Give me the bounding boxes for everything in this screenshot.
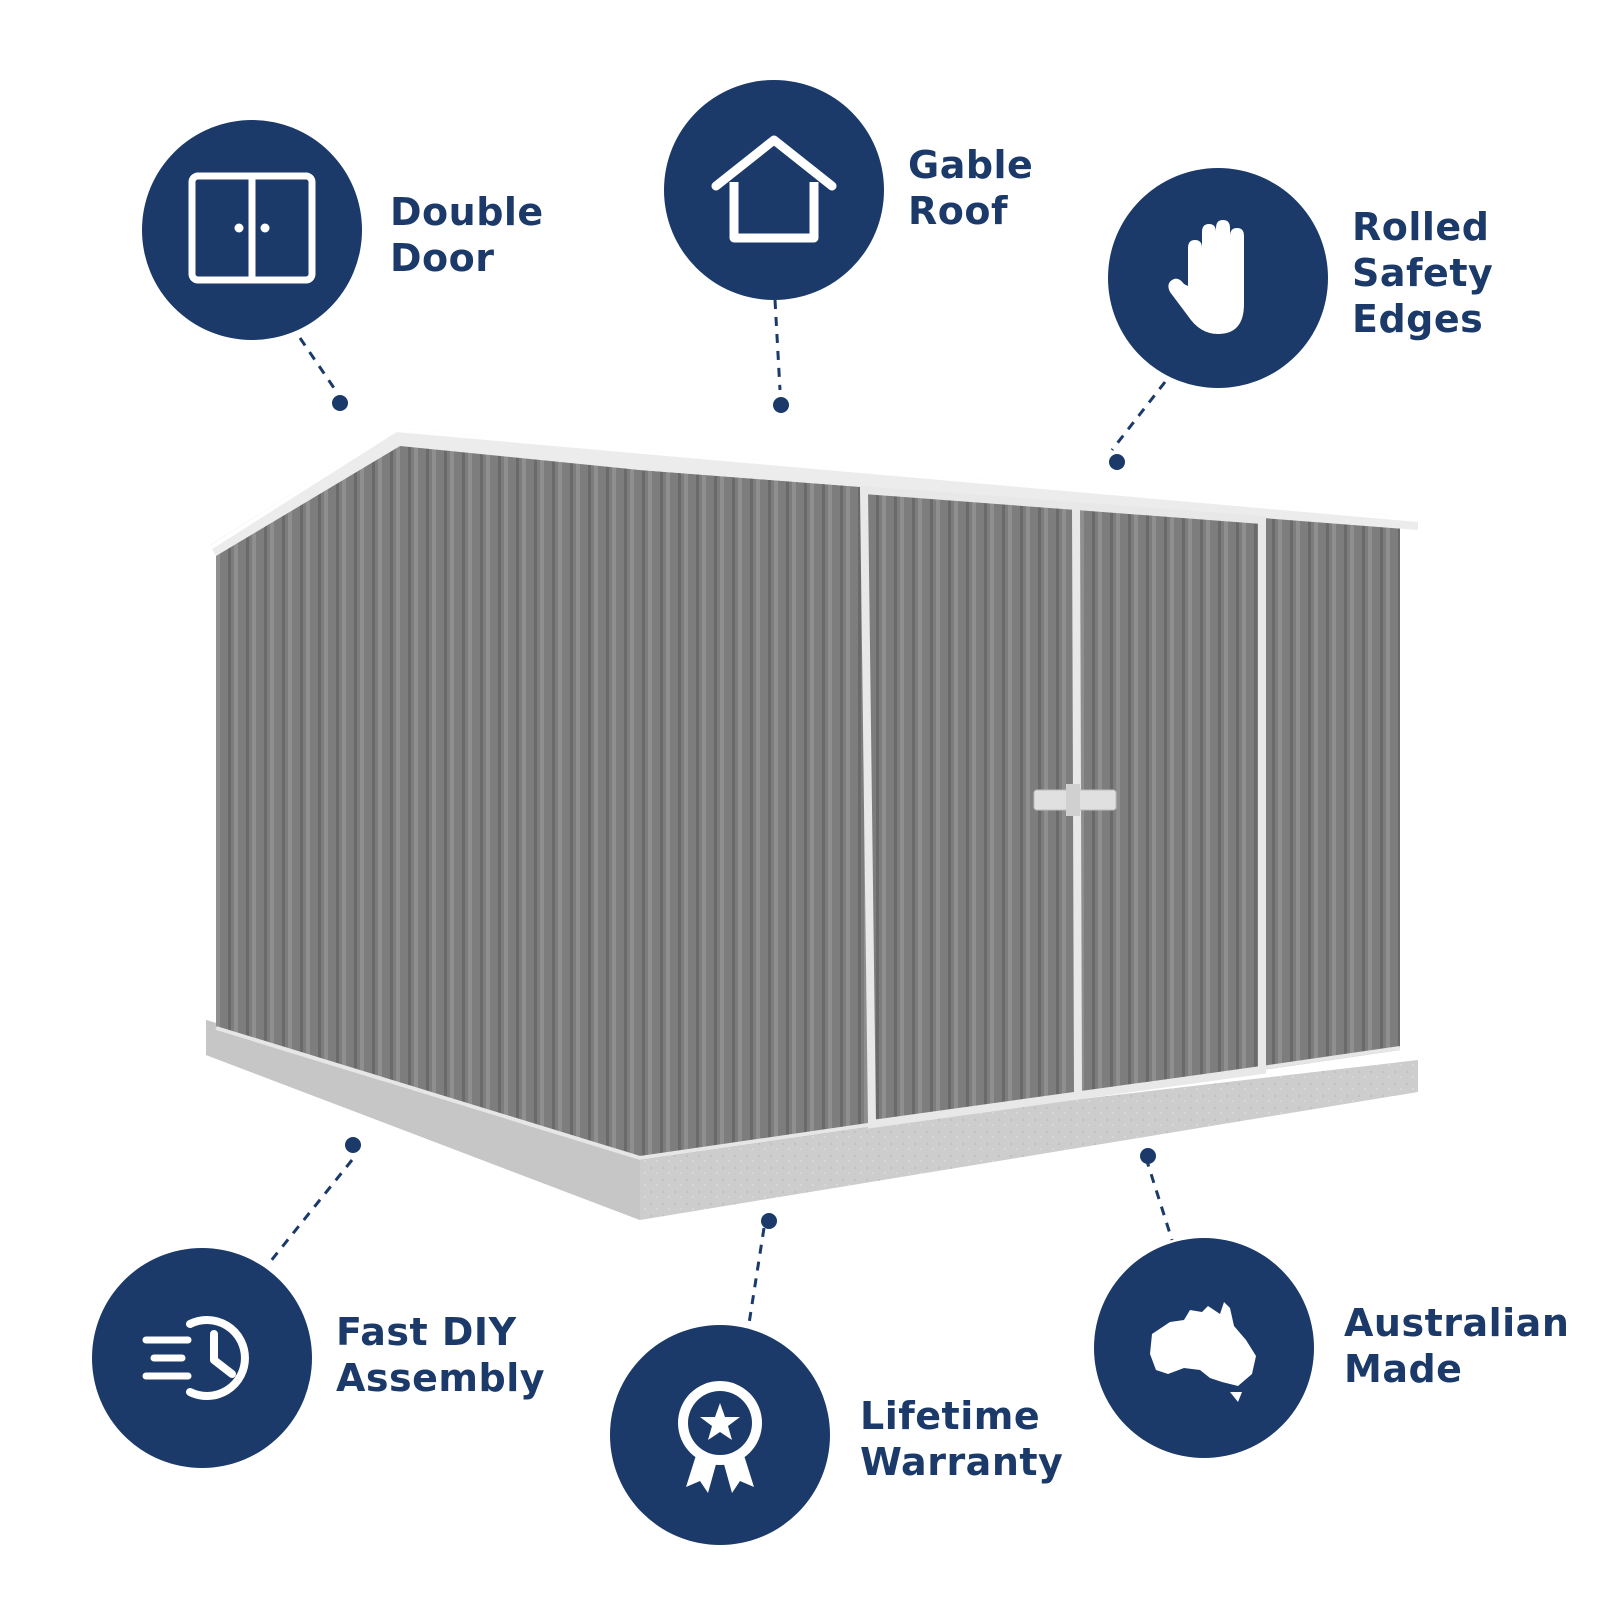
shed-front-wall	[640, 470, 1400, 1160]
connector-australian-made	[1144, 1157, 1174, 1241]
fast-assembly-badge	[92, 1248, 312, 1468]
door-latch	[1033, 789, 1117, 811]
connector-dot	[332, 395, 348, 411]
australia-map-icon	[1150, 1302, 1256, 1402]
connector-gable-roof	[773, 299, 782, 391]
connector-dot	[345, 1137, 361, 1153]
double-door-label: Double Door	[390, 190, 544, 280]
connector-dot	[1140, 1148, 1156, 1164]
roof-trim	[210, 428, 1418, 556]
connector-rolled-edges	[1110, 381, 1167, 451]
hand-icon	[1168, 220, 1244, 334]
rolled-edges-label: Rolled Safety Edges	[1352, 205, 1494, 341]
connector-double-door	[298, 337, 336, 389]
clock-speed-icon	[142, 1316, 249, 1400]
fast-assembly-label: Fast DIY Assembly	[336, 1310, 546, 1400]
australian-made-label: Australian Made	[1344, 1301, 1570, 1391]
connector-dot	[761, 1213, 777, 1229]
connector-dot	[773, 397, 789, 413]
double-door-badge	[142, 120, 362, 340]
connector-dot	[1109, 454, 1125, 470]
double-door-icon	[188, 172, 316, 284]
shed-side-wall	[216, 442, 640, 1160]
rolled-edges-badge	[1108, 168, 1328, 388]
house-icon	[711, 135, 837, 243]
door-center-rail	[1072, 504, 1082, 1099]
concrete-base	[206, 1020, 1418, 1220]
gable-roof-label: Gable Roof	[908, 143, 1034, 233]
lifetime-warranty-badge	[610, 1325, 830, 1545]
lifetime-warranty-label: Lifetime Warranty	[860, 1394, 1064, 1484]
connector-fast-assembly	[268, 1159, 354, 1263]
connector-lifetime-warranty	[746, 1227, 766, 1331]
gable-roof-badge	[664, 80, 884, 300]
award-ribbon-icon	[678, 1381, 762, 1493]
australian-made-badge	[1094, 1238, 1314, 1458]
double-door-frame	[859, 485, 1266, 1129]
